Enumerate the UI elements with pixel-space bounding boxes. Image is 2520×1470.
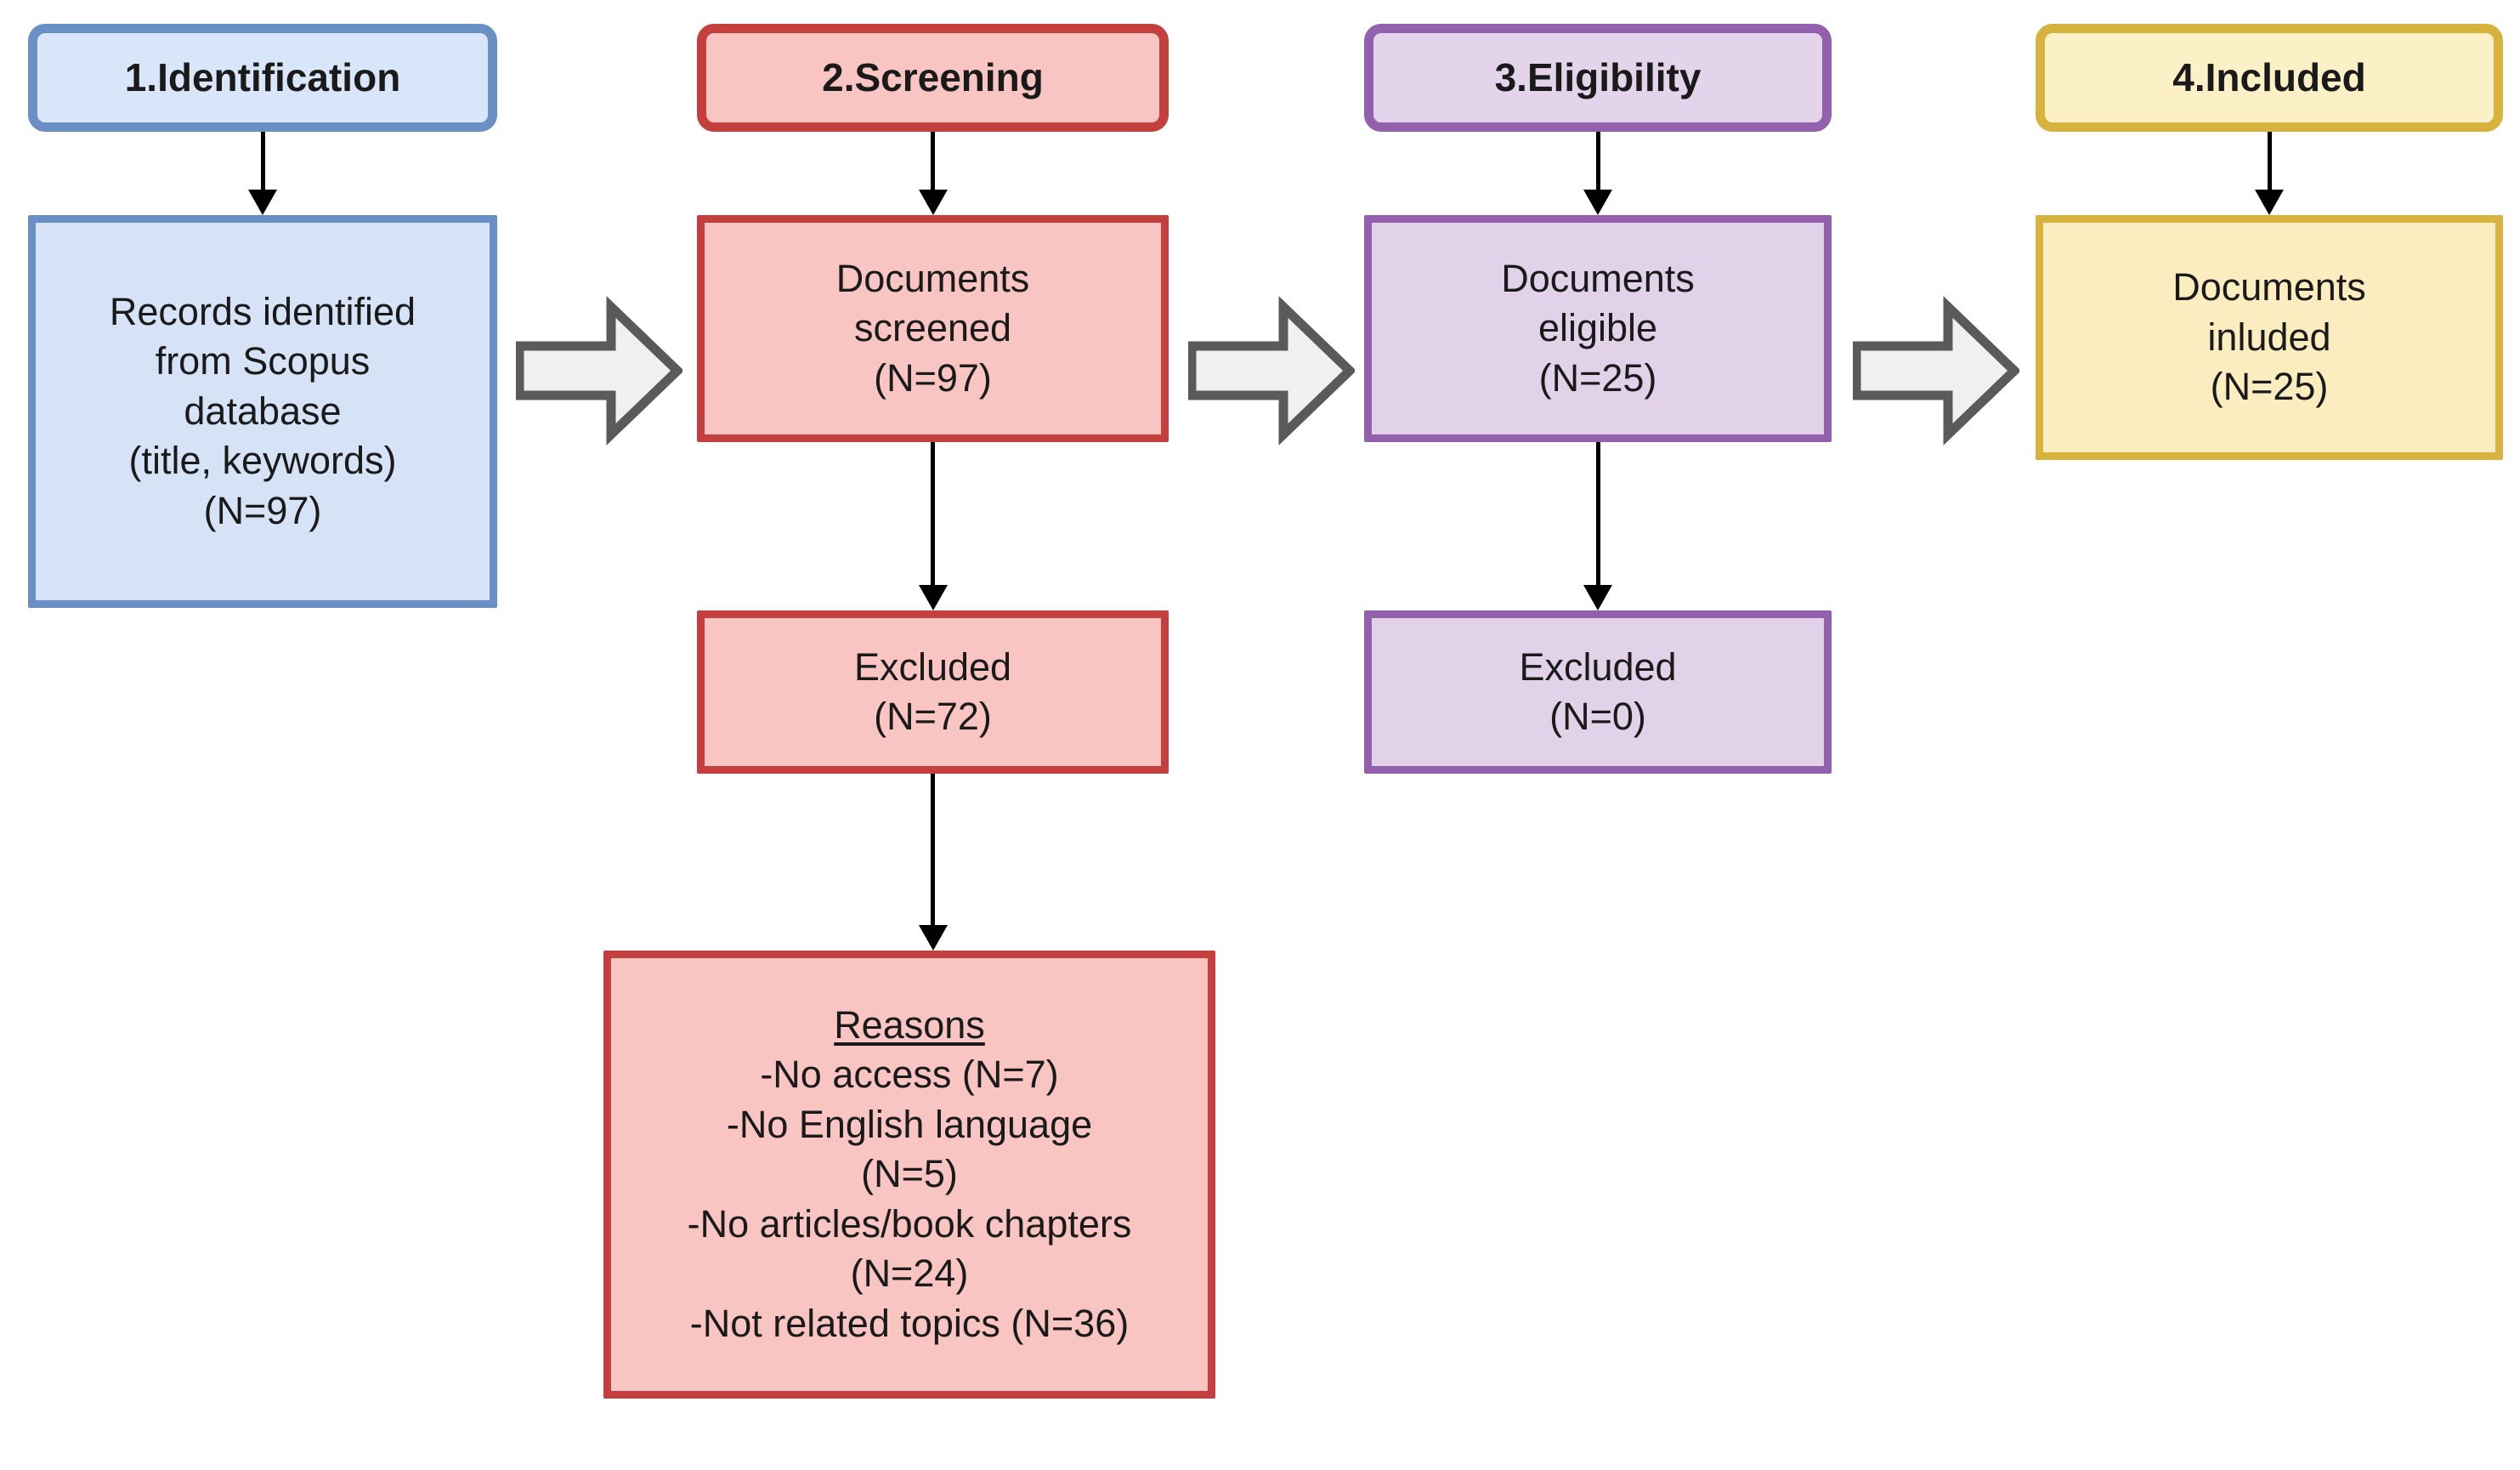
stage-body-screening[interactable]: Documents screened (N=97) xyxy=(697,215,1169,442)
stage-header-eligibility[interactable]: 3.Eligibility xyxy=(1364,24,1832,132)
stage-header-label: 1.Identification xyxy=(124,54,401,99)
flow-arrow-identification-down xyxy=(28,132,497,215)
reason-item: (N=24) xyxy=(850,1251,969,1296)
stage-body-identification[interactable]: Records identified from Scopus database … xyxy=(28,215,497,608)
reason-item: (N=5) xyxy=(861,1152,958,1196)
stage-transition-arrow-2 xyxy=(1186,293,1356,448)
excluded-text: Excluded (N=72) xyxy=(853,644,1012,739)
excluded-text: Excluded (N=0) xyxy=(1519,644,1677,739)
stage-body-text: Documents screened (N=97) xyxy=(835,256,1030,400)
flow-arrow-excluded-to-reasons xyxy=(697,774,1169,951)
flow-arrow-eligibility-down xyxy=(1364,132,1832,215)
stage-header-label: 2.Screening xyxy=(822,54,1044,99)
stage-header-identification[interactable]: 1.Identification xyxy=(28,24,497,132)
stage-header-label: 4.Included xyxy=(2172,54,2366,99)
stage-body-included[interactable]: Documents inluded (N=25) xyxy=(2036,215,2503,460)
stage-body-text: Documents inluded (N=25) xyxy=(2172,265,2366,409)
reason-item: -No English language xyxy=(726,1102,1093,1146)
stage-header-included[interactable]: 4.Included xyxy=(2036,24,2503,132)
reason-item: -Not related topics (N=36) xyxy=(689,1301,1130,1345)
reason-item: -No articles/book chapters xyxy=(687,1201,1132,1246)
stage-body-text: Documents eligible (N=25) xyxy=(1501,256,1695,400)
stage-header-label: 3.Eligibility xyxy=(1494,54,1702,99)
reasons-text: Reasons -No access (N=7) -No English lan… xyxy=(688,1001,1132,1349)
reasons-title: Reasons xyxy=(834,1002,985,1047)
excluded-box-eligibility[interactable]: Excluded (N=0) xyxy=(1364,610,1832,774)
stage-transition-arrow-3 xyxy=(1851,293,2021,448)
reasons-box[interactable]: Reasons -No access (N=7) -No English lan… xyxy=(603,951,1215,1399)
flow-arrow-screening-down xyxy=(697,132,1169,215)
stage-body-text: Records identified from Scopus database … xyxy=(109,289,416,532)
flow-arrow-eligibility-to-excluded xyxy=(1364,442,1832,610)
stage-body-eligibility[interactable]: Documents eligible (N=25) xyxy=(1364,215,1832,442)
stage-transition-arrow-1 xyxy=(514,293,684,448)
excluded-box-screening[interactable]: Excluded (N=72) xyxy=(697,610,1169,774)
stage-header-screening[interactable]: 2.Screening xyxy=(697,24,1169,132)
reason-item: -No access (N=7) xyxy=(760,1053,1059,1097)
flow-arrow-included-down xyxy=(2036,132,2503,215)
flow-arrow-screening-to-excluded xyxy=(697,442,1169,610)
